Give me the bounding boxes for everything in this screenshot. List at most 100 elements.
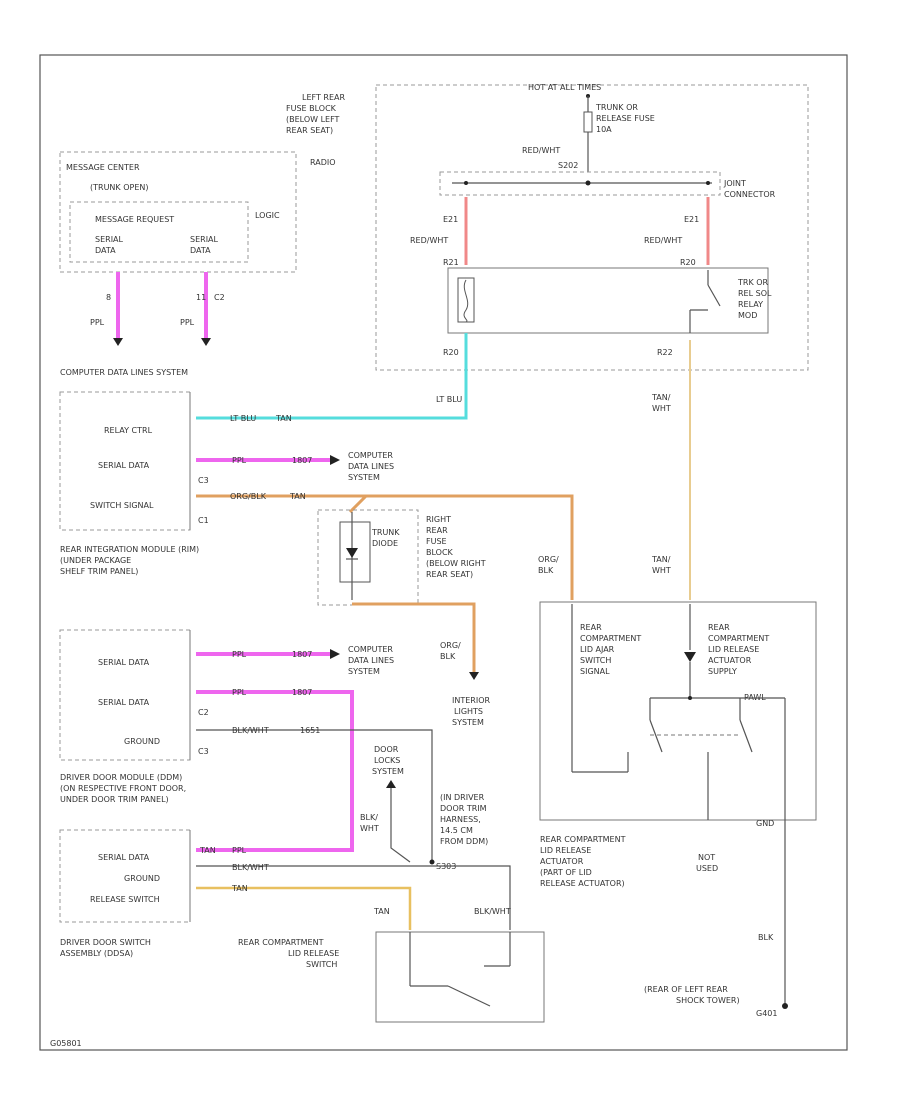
org-blk-2-line-1: ORG/ <box>538 555 559 564</box>
actuator-left-3: LID AJAR <box>580 645 615 654</box>
splice-s303 <box>429 859 435 865</box>
ddm-serial-data-2: SERIAL DATA <box>98 698 150 707</box>
fuse-block-right-line-2: REAR <box>426 526 448 535</box>
serial-data-a-2: DATA <box>95 246 116 255</box>
joint-connector-line-1: JOINT <box>723 179 746 188</box>
driver-door-module: SERIAL DATA SERIAL DATA GROUND C2 C3 DRI… <box>59 629 209 804</box>
relay-coil-icon <box>457 277 475 323</box>
actuator-label-3: ACTUATOR <box>540 857 584 866</box>
g401-line-1: (REAR OF LEFT REAR <box>644 985 728 994</box>
arrow-right-icon <box>330 455 340 465</box>
relay-label-line-3: RELAY <box>738 300 763 309</box>
relay-box <box>447 267 769 334</box>
rim-wire-label-org-blk: ORG/BLK <box>230 492 267 501</box>
ddm-ground: GROUND <box>124 737 160 746</box>
blk-wht-wire-ddm <box>196 729 433 862</box>
interior-lights-line-1: INTERIOR <box>452 696 491 705</box>
c2-label-msg: C2 <box>214 293 225 302</box>
computer-data-lines-label: COMPUTER DATA LINES SYSTEM <box>60 368 188 377</box>
joint-connector <box>439 171 721 196</box>
ddsa-release-switch: RELEASE SWITCH <box>90 895 160 904</box>
footer-code: G05801 <box>50 1039 82 1048</box>
rim-wire-label-lt-blu: LT BLU <box>230 414 256 423</box>
tan-wht-line-2: WHT <box>652 404 671 413</box>
interior-lights-line-3: SYSTEM <box>452 718 484 727</box>
fuse-block-right-line-6: REAR SEAT) <box>426 570 473 579</box>
ddm-wire-label-1651: 1651 <box>300 726 320 735</box>
c1-right-label: E21 <box>684 215 699 224</box>
ground-icon <box>782 1003 788 1009</box>
relay-label-line-1: TRK OR <box>737 278 769 287</box>
ddsa-label-1: DRIVER DOOR SWITCH <box>60 938 151 947</box>
actuator-right-1: REAR <box>708 623 730 632</box>
actuator-left-1: REAR <box>580 623 602 632</box>
ddm-serial-data-1: SERIAL DATA <box>98 658 150 667</box>
s202-label: S202 <box>558 161 578 170</box>
rear-switch-label-1: REAR COMPARTMENT <box>238 938 324 947</box>
ddsa-label-2: ASSEMBLY (DDSA) <box>60 949 133 958</box>
rim-serial-data: SERIAL DATA <box>98 461 150 470</box>
fuse-block-right-line-1: RIGHT <box>426 515 451 524</box>
release-switch-contact <box>739 719 753 753</box>
ddsa-wire-label-ppl: PPL <box>232 846 247 855</box>
g401-line-3: G401 <box>756 1009 777 1018</box>
rim-wire-label-1807: 1807 <box>292 456 312 465</box>
fuse-icon <box>583 111 593 133</box>
door-locks-line-2: LOCKS <box>374 756 400 765</box>
ddm-wire-label-ppl-2: PPL <box>232 688 247 697</box>
org-blk-line-2: BLK <box>440 652 456 661</box>
ddsa-wire-label-tan-2: TAN <box>231 884 248 893</box>
ddm-label-1: DRIVER DOOR MODULE (DDM) <box>60 773 182 782</box>
c1-left-label: E21 <box>443 215 458 224</box>
ddsa-wire-label-blk-wht: BLK/WHT <box>232 863 269 872</box>
org-blk-line-1: ORG/ <box>440 641 461 650</box>
rim-label-line-1: REAR INTEGRATION MODULE (RIM) <box>60 545 199 554</box>
actuator-right-2: COMPARTMENT <box>708 634 769 643</box>
cdl-2-line-2: DATA LINES <box>348 462 394 471</box>
rim-label-line-2: (UNDER PACKAGE <box>60 556 131 565</box>
org-blk-2-line-2: BLK <box>538 566 554 575</box>
lid-release-switch: REAR COMPARTMENT LID RELEASE SWITCH TAN … <box>238 907 545 1023</box>
ppl-label-msg-right: PPL <box>180 318 195 327</box>
hot-at-all-times-label: HOT AT ALL TIMES <box>528 83 601 92</box>
relay-out-left: R20 <box>443 348 459 357</box>
lt-blu-label: LT BLU <box>436 395 462 404</box>
fuse-block-right-line-3: FUSE <box>426 537 447 546</box>
actuator-label-1: REAR COMPARTMENT <box>540 835 626 844</box>
tan-wht-line-1: TAN/ <box>651 393 671 402</box>
serial-data-a-1: SERIAL <box>95 235 124 244</box>
ppl-wire-ddm-2 <box>196 690 354 852</box>
ddm-label-2: (ON RESPECTIVE FRONT DOOR, <box>60 784 186 793</box>
trunk-fuse-line-1: TRUNK OR <box>595 103 638 112</box>
ddm-c3: C3 <box>198 747 209 756</box>
ddm-wire-label-1807-2: 1807 <box>292 688 312 697</box>
red-wht-left-label: RED/WHT <box>410 236 448 245</box>
actuator-right-3: LID RELEASE <box>708 645 759 654</box>
in-driver-door-4: 14.5 CM <box>440 826 473 835</box>
trunk-fuse-line-2: RELEASE FUSE <box>596 114 655 123</box>
arrow-up-icon <box>386 780 396 788</box>
left-rear-fuse-block: HOT AT ALL TIMES LEFT REAR FUSE BLOCK (B… <box>286 83 809 371</box>
serial-data-b-2: DATA <box>190 246 211 255</box>
rear-integration-module: RELAY CTRL SERIAL DATA SWITCH SIGNAL C3 … <box>59 391 209 576</box>
blk-wht-2-label: BLK/WHT <box>474 907 511 916</box>
trunk-diode-line-2: DIODE <box>372 539 398 548</box>
not-used-2: USED <box>696 864 718 873</box>
arrow-down-icon <box>469 672 479 680</box>
actuator-left-2: COMPARTMENT <box>580 634 641 643</box>
rear-switch-label-3: SWITCH <box>306 960 337 969</box>
lid-switch-contact <box>447 985 491 1007</box>
door-locks-line-1: DOOR <box>374 745 399 754</box>
trunk-diode <box>339 521 371 583</box>
actuator-right-5: SUPPLY <box>708 667 737 676</box>
diagram-frame <box>39 54 848 1051</box>
actuator-label-5: RELEASE ACTUATOR) <box>540 879 625 888</box>
serial-data-b-1: SERIAL <box>190 235 219 244</box>
relay-switch-contact <box>707 284 721 307</box>
diode-icon <box>346 548 358 558</box>
actuator-left-5: SIGNAL <box>580 667 610 676</box>
ddm-wire-label-blk-wht: BLK/WHT <box>232 726 269 735</box>
fuse-block-right-line-5: (BELOW RIGHT <box>426 559 486 568</box>
in-driver-door-3: HARNESS, <box>440 815 481 824</box>
pin-11-label: 11 <box>196 293 206 302</box>
